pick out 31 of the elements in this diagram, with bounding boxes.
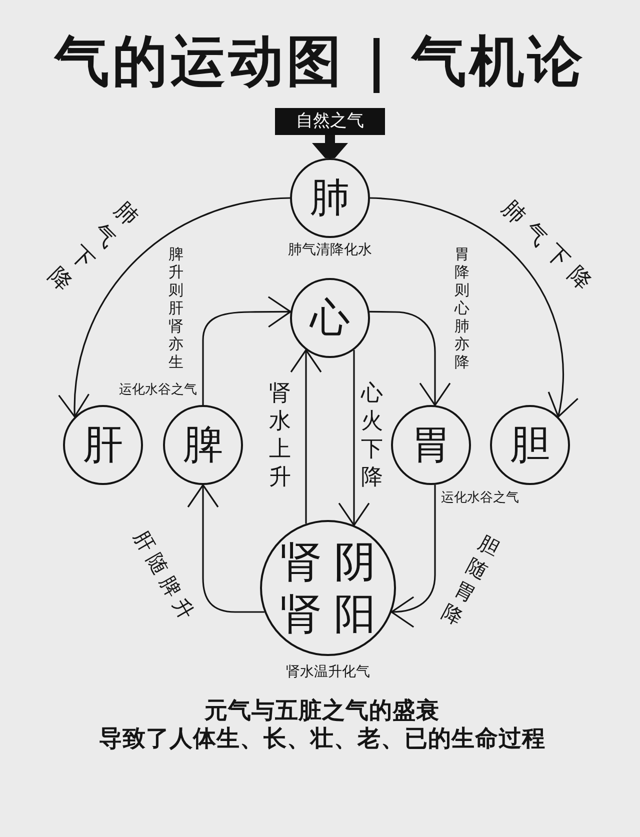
edge-label: 心火下降 (361, 380, 383, 492)
edge-label: 胃降则心肺亦降 (454, 245, 470, 371)
edge-label: 肾水上升 (269, 380, 291, 492)
arrow (290, 349, 322, 524)
node-caption: 肾水温升化气 (286, 664, 370, 680)
circle-node: 肝 (63, 405, 143, 485)
arrow (370, 197, 578, 418)
circle-node: 胃 (391, 405, 471, 485)
title: 气的运动图 | 气机论 (54, 30, 586, 94)
node-caption: 运化水谷之气 (441, 492, 519, 506)
arrow (187, 484, 264, 613)
arrow (202, 296, 292, 405)
arrow (369, 310, 451, 406)
node-caption: 运化水谷之气 (119, 384, 197, 398)
arrow (60, 197, 290, 418)
label-box: 自然之气 (275, 108, 385, 135)
edge-label: 胆随胃降 (438, 529, 504, 631)
circle-node: 肺 (290, 158, 370, 238)
circle-node: 胆 (490, 405, 570, 485)
node-caption: 肺气清降化水 (288, 242, 372, 258)
edge-label: 肝随脾升 (128, 526, 202, 628)
arrow (338, 350, 370, 526)
node-text: 肾阳 (279, 588, 388, 640)
caption: 元气与五脏之气的盛衰导致了人体生、长、壮、老、已的生命过程 (98, 697, 546, 754)
circle-node: 心 (290, 278, 370, 358)
edge-label: 肺气下降 (496, 195, 602, 302)
edge-label: 脾升则肝肾亦生 (168, 245, 184, 371)
edge-label: 肺气下降 (42, 196, 144, 298)
arrow (390, 484, 436, 627)
circle-node: 脾 (163, 405, 243, 485)
node-text: 肾阴 (279, 536, 388, 588)
